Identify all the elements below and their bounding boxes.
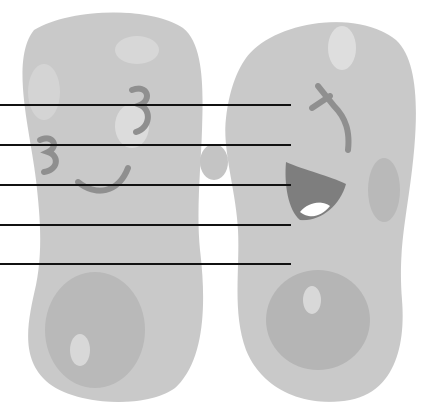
left-bean-hand: [200, 144, 228, 180]
writing-line: [0, 184, 291, 186]
left-bean-top-highlight: [115, 36, 159, 64]
right-bean-side-shade: [368, 158, 400, 222]
right-bean-belly: [266, 270, 370, 370]
writing-line: [0, 144, 291, 146]
left-bean-belly: [45, 272, 145, 388]
writing-line: [0, 224, 291, 226]
right-bean-top-highlight: [328, 26, 356, 70]
left-bean-side-highlight: [28, 64, 60, 120]
writing-line: [0, 263, 291, 265]
left-bean-belly-highlight: [70, 334, 90, 366]
right-bean-belly-highlight: [303, 286, 321, 314]
writing-line: [0, 104, 291, 106]
